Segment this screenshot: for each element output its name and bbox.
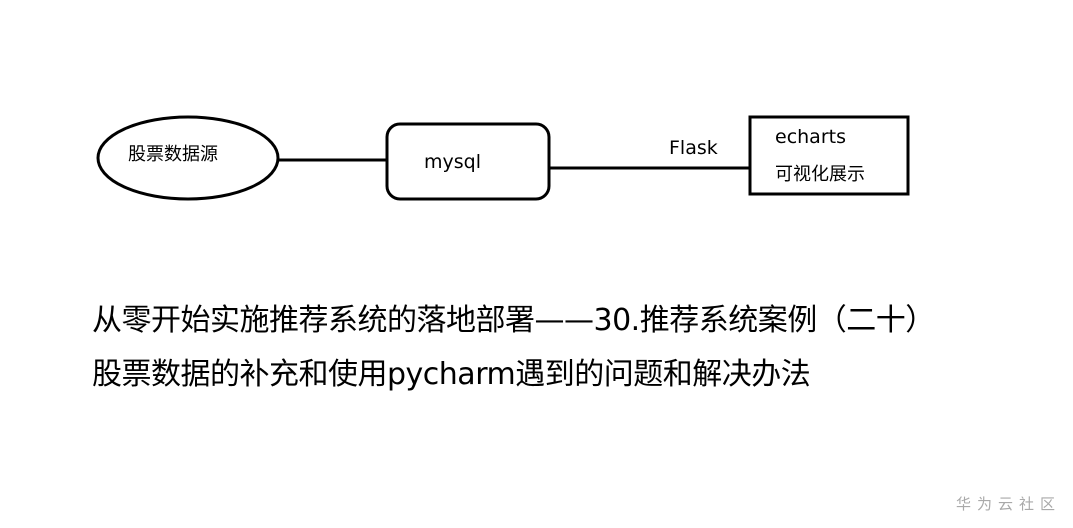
edge-flask-label: Flask xyxy=(669,137,718,159)
watermark-logo-text: 华为云社区 xyxy=(955,495,1061,513)
node-echarts xyxy=(748,115,910,196)
caption-title-line-2: 股票数据的补充和使用pycharm遇到的问题和解决办法 xyxy=(92,357,811,392)
node-echarts-label-line1: echarts xyxy=(775,126,846,148)
caption-title-line-1: 从零开始实施推荐系统的落地部署——30.推荐系统案例（二十） xyxy=(92,303,935,338)
node-mysql xyxy=(385,122,551,201)
node-mysql-label: mysql xyxy=(424,151,481,173)
node-stock-data-source-label: 股票数据源 xyxy=(128,144,218,165)
node-stock-data-source xyxy=(96,115,280,201)
node-echarts-label-line2: 可视化展示 xyxy=(775,164,865,185)
